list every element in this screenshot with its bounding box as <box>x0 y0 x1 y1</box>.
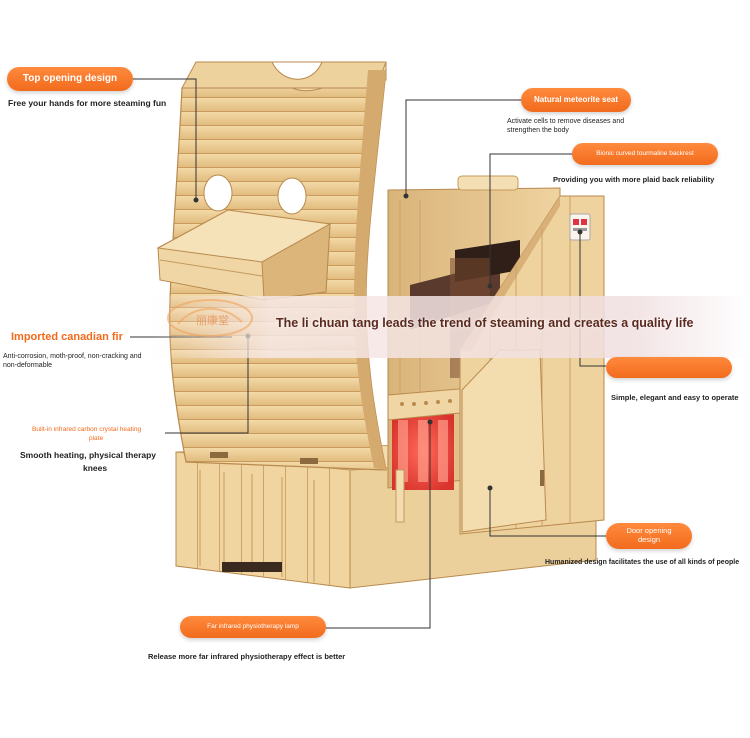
door-label-1: Door opening <box>626 526 672 536</box>
headline: The li chuan tang leads the trend of ste… <box>276 316 694 330</box>
heating-plate-desc-1: Smooth heating, physical therapy <box>20 450 157 460</box>
lamp-pill: Far infrared physiotherapy lamp <box>180 616 326 638</box>
logo-text: 丽康堂 <box>196 315 229 327</box>
door-label-2: design <box>637 535 661 544</box>
heating-plate-label-2: plate <box>89 435 104 442</box>
operation-desc: Simple, elegant and easy to operate <box>611 393 739 402</box>
front-lid <box>156 61 387 471</box>
backrest-label: Bionic curved tourmaline backrest <box>596 150 694 158</box>
lamp-desc: Release more far infrared physiotherapy … <box>148 652 346 661</box>
meteorite-seat-pill: Natural meteorite seat <box>521 88 631 112</box>
backrest-desc: Providing you with more plaid back relia… <box>553 175 715 184</box>
meteorite-seat-label: Natural meteorite seat <box>533 95 619 105</box>
top-opening-desc: Free your hands for more steaming fun <box>8 98 167 108</box>
lamp-label: Far infrared physiotherapy lamp <box>207 623 299 631</box>
canadian-fir-label: Imported canadian fir <box>11 331 123 343</box>
canadian-fir-desc-1: Anti-corrosion, moth-proof, non-cracking… <box>3 353 142 360</box>
door-pill: Door opening design <box>606 523 692 549</box>
headline-band <box>150 296 750 358</box>
top-opening-label: Top opening design <box>22 73 118 85</box>
heating-plate-label-1: Built-in infrared carbon crystal heating <box>32 426 142 433</box>
meteorite-seat-desc-1: Activate cells to remove diseases and <box>507 118 625 125</box>
brand-logo-icon <box>167 299 253 337</box>
door-desc: Humanized design facilitates the use of … <box>545 559 740 566</box>
operation-pill <box>606 357 732 378</box>
top-opening-pill: Top opening design <box>7 67 133 91</box>
meteorite-seat-desc-2: strengthen the body <box>507 127 569 134</box>
canadian-fir-desc-2: non-deformable <box>3 362 53 369</box>
backrest-pill: Bionic curved tourmaline backrest <box>572 143 718 165</box>
leader-lines <box>130 78 606 629</box>
heating-plate-desc-2: knees <box>83 463 108 473</box>
